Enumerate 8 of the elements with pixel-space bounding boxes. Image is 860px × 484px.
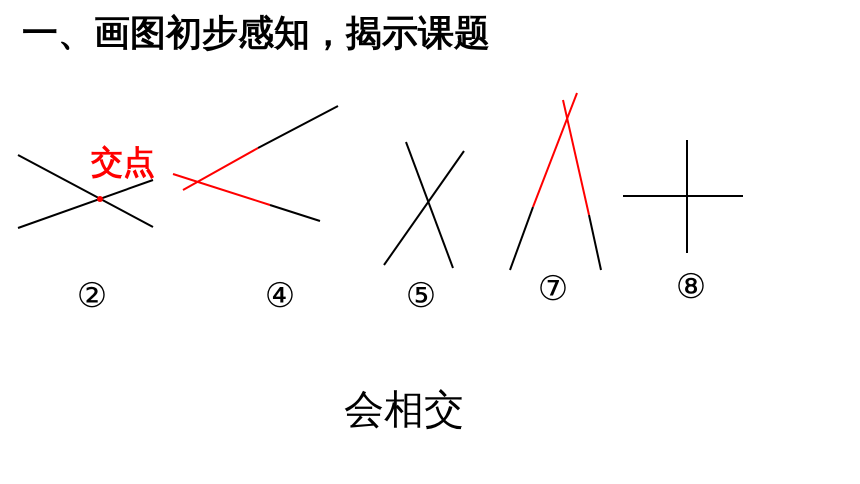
figure-number: ⑤ — [406, 279, 436, 313]
intersection-point-label: 交点 — [91, 146, 155, 178]
figure-number: ② — [76, 279, 108, 313]
figure-number: ⑧ — [676, 270, 706, 304]
figure-number: ④ — [264, 279, 296, 313]
slide-title: 一、画图初步感知，揭示课题 — [22, 16, 490, 52]
figure-number: ⑦ — [538, 272, 568, 306]
conclusion-text: 会相交 — [344, 390, 464, 430]
